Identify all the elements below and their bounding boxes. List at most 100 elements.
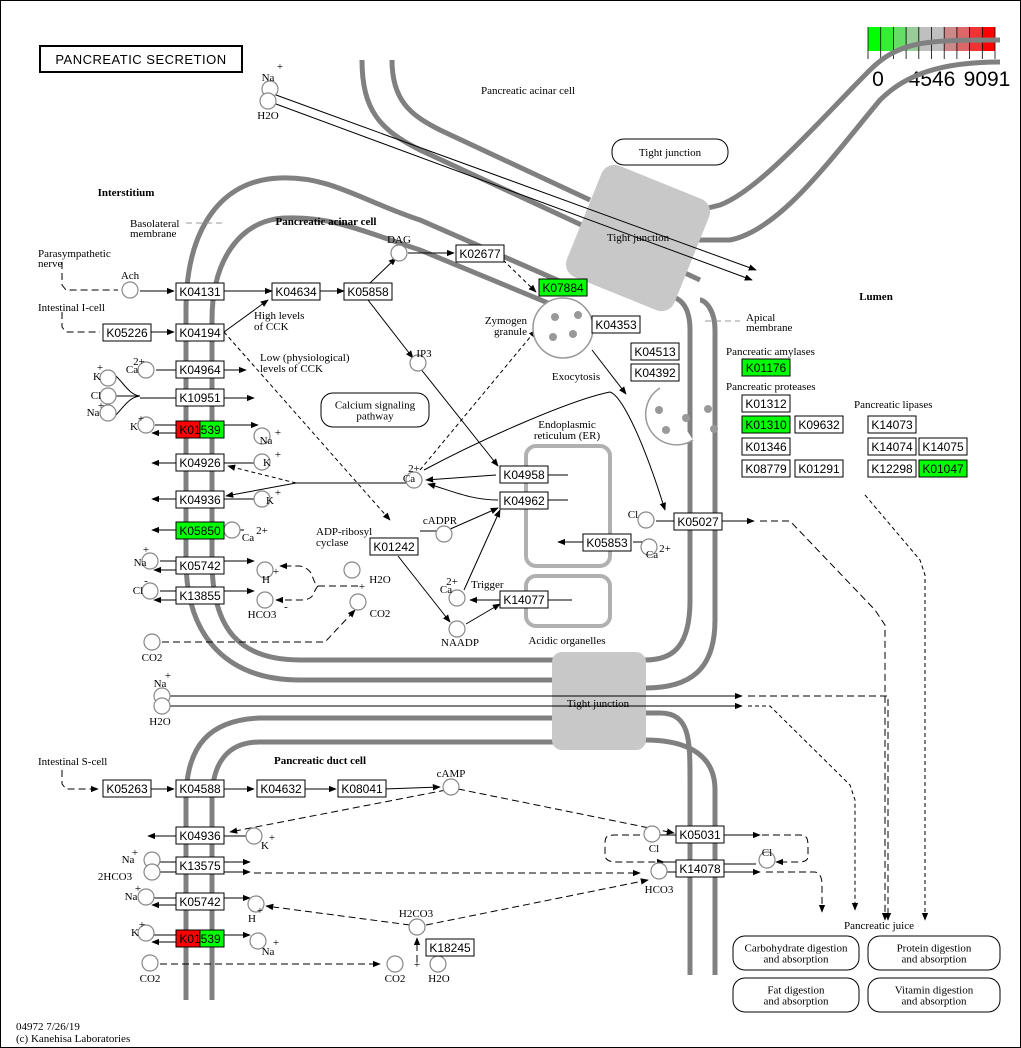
ko-box-k04392[interactable]: K04392: [630, 363, 680, 382]
compound-node[interactable]: [141, 582, 159, 600]
compound-node[interactable]: [99, 404, 117, 422]
ko-box-k10951[interactable]: K10951: [175, 388, 225, 407]
ko-box-k14074[interactable]: K14074: [867, 437, 917, 456]
compound-node[interactable]: [349, 593, 367, 611]
compound-node[interactable]: [99, 369, 117, 387]
ko-box-k04964[interactable]: K04964: [175, 360, 225, 379]
ko-box-k04936[interactable]: K04936: [175, 490, 225, 509]
compound-node[interactable]: [643, 825, 661, 843]
compound-node[interactable]: [137, 888, 155, 906]
compound-node[interactable]: [448, 589, 466, 607]
compound-node[interactable]: [137, 924, 155, 942]
compound-node[interactable]: [640, 538, 658, 556]
ko-label: K02677: [459, 247, 501, 261]
ko-box-k05742[interactable]: K05742: [175, 892, 225, 911]
compound-node[interactable]: [153, 697, 171, 715]
compound-node[interactable]: [141, 954, 159, 972]
ko-box-k14075[interactable]: K14075: [918, 437, 968, 456]
ko-box-k01242[interactable]: K01242: [369, 537, 419, 556]
ko-box-k05263[interactable]: K05263: [102, 779, 152, 798]
ko-box-k01291[interactable]: K01291: [794, 459, 844, 478]
compound-node[interactable]: [249, 932, 267, 950]
compound-node[interactable]: [408, 918, 426, 936]
ko-box-k14077[interactable]: K14077: [499, 590, 549, 609]
compound-node[interactable]: [429, 955, 447, 973]
text-label: Pancreatic proteases: [726, 381, 815, 393]
compound-node[interactable]: [637, 511, 655, 529]
paracellular-middle: [168, 692, 892, 921]
ko-box-k04962[interactable]: K04962: [499, 491, 549, 510]
ko-box-k04936[interactable]: K04936: [175, 826, 225, 845]
compound-node[interactable]: [256, 561, 274, 579]
compound-node[interactable]: [99, 387, 117, 405]
compound-node[interactable]: [245, 827, 263, 845]
ko-box-k01346[interactable]: K01346: [741, 437, 791, 456]
compound-node[interactable]: [121, 281, 139, 299]
ko-box-k13575[interactable]: K13575: [175, 856, 225, 875]
compound-node[interactable]: [143, 633, 161, 651]
compound-node[interactable]: [137, 361, 155, 379]
ko-box-k05858[interactable]: K05858: [343, 282, 393, 301]
compound-node[interactable]: [435, 525, 453, 543]
ko-box-k07884[interactable]: K07884: [538, 278, 588, 297]
compound-node[interactable]: [247, 895, 265, 913]
compound-node[interactable]: [343, 561, 361, 579]
compound-label: Cl: [133, 585, 143, 597]
ko-box-k04926[interactable]: K04926: [175, 453, 225, 472]
compound-labels: Na+H2OAchCa2+K+ClNa+K+Na+K+K+Ca2+Na+Cl-H…: [87, 61, 773, 985]
ko-box-k05031[interactable]: K05031: [675, 825, 725, 844]
ko-box-k08041[interactable]: K08041: [337, 779, 387, 798]
ko-box-k09632[interactable]: K09632: [794, 415, 844, 434]
ko-box-k04632[interactable]: K04632: [256, 779, 306, 798]
ko-box-k04634[interactable]: K04634: [271, 282, 321, 301]
ko-box-k14073[interactable]: K14073: [867, 415, 917, 434]
ko-box-k05850[interactable]: K05850: [175, 521, 225, 540]
compound-node[interactable]: [253, 453, 271, 471]
ko-box-k01539[interactable]: K01539: [175, 929, 225, 948]
compound-node[interactable]: [442, 778, 460, 796]
ko-box-k04131[interactable]: K04131: [175, 282, 225, 301]
map-link-tj_top[interactable]: Tight junction: [611, 138, 729, 166]
ko-box-k05027[interactable]: K05027: [673, 512, 723, 531]
ko-box-k04353[interactable]: K04353: [591, 315, 641, 334]
compound-node[interactable]: [137, 416, 155, 434]
ko-box-k01047[interactable]: K01047: [918, 459, 968, 478]
compound-node[interactable]: [650, 862, 668, 880]
compound-node[interactable]: [409, 354, 427, 372]
compound-node[interactable]: [223, 521, 241, 539]
ko-box-k12298[interactable]: K12298: [867, 459, 917, 478]
compound-node[interactable]: [405, 471, 423, 489]
ko-box-k04588[interactable]: K04588: [175, 779, 225, 798]
ko-box-k04513[interactable]: K04513: [630, 342, 680, 361]
ko-box-k01310[interactable]: K01310: [741, 415, 791, 434]
ko-label: K04962: [503, 494, 545, 508]
compound-node[interactable]: [448, 620, 466, 638]
compound-node[interactable]: [386, 955, 404, 973]
compound-node[interactable]: [758, 851, 776, 869]
ko-box-k01539[interactable]: K01539: [175, 420, 225, 439]
ko-box-k13855[interactable]: K13855: [175, 586, 225, 605]
compound-node[interactable]: [390, 244, 408, 262]
ko-box-k14078[interactable]: K14078: [675, 859, 725, 878]
ko-box-k01312[interactable]: K01312: [741, 394, 791, 413]
ko-box-k01176[interactable]: K01176: [741, 358, 791, 377]
ko-box-k04958[interactable]: K04958: [499, 465, 549, 484]
compound-node[interactable]: [259, 92, 277, 110]
compound-node[interactable]: [143, 863, 161, 881]
compound-node[interactable]: [141, 552, 159, 570]
ko-box-k05853[interactable]: K05853: [582, 533, 632, 552]
ko-box-k08779[interactable]: K08779: [741, 459, 791, 478]
ko-box-k04194[interactable]: K04194: [175, 323, 225, 342]
ko-box-k05742[interactable]: K05742: [175, 556, 225, 575]
compound-node[interactable]: [253, 490, 271, 508]
ko-box-k18245[interactable]: K18245: [425, 938, 475, 957]
ko-box-k02677[interactable]: K02677: [455, 244, 505, 263]
ko-box-k05226[interactable]: K05226: [102, 323, 152, 342]
compound-node[interactable]: [256, 591, 274, 609]
compound-node[interactable]: [253, 427, 271, 445]
